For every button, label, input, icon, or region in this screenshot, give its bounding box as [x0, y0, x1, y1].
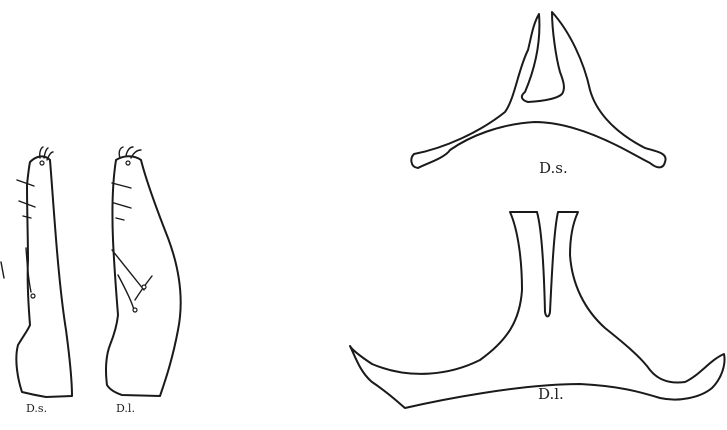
appendage-ds-stray-mark — [1, 262, 4, 278]
sclerite-dl — [350, 212, 725, 408]
appendage-dl-pore-2 — [142, 285, 146, 289]
appendage-dl — [106, 147, 181, 396]
label-left-ds: D.s. — [26, 402, 47, 415]
appendage-ds-side-setae — [17, 180, 35, 292]
appendage-dl-long-setae — [112, 250, 152, 310]
sclerite-ds — [411, 12, 665, 168]
appendage-dl-side-setae — [112, 183, 131, 220]
appendage-dl-outline — [106, 156, 181, 396]
appendage-ds-outline — [16, 156, 72, 397]
appendage-ds-pore-1 — [40, 161, 44, 165]
appendage-dl-pore-3 — [133, 308, 137, 312]
appendage-ds — [1, 147, 72, 397]
appendage-ds-pore-2 — [31, 294, 35, 298]
sclerite-dl-outline — [350, 212, 725, 408]
label-right-ds: D.s. — [539, 159, 568, 177]
appendage-dl-pore-1 — [126, 161, 130, 165]
label-left-dl: D.l. — [116, 402, 135, 415]
label-right-dl: D.l. — [538, 385, 564, 403]
sclerite-ds-outline — [411, 12, 665, 168]
